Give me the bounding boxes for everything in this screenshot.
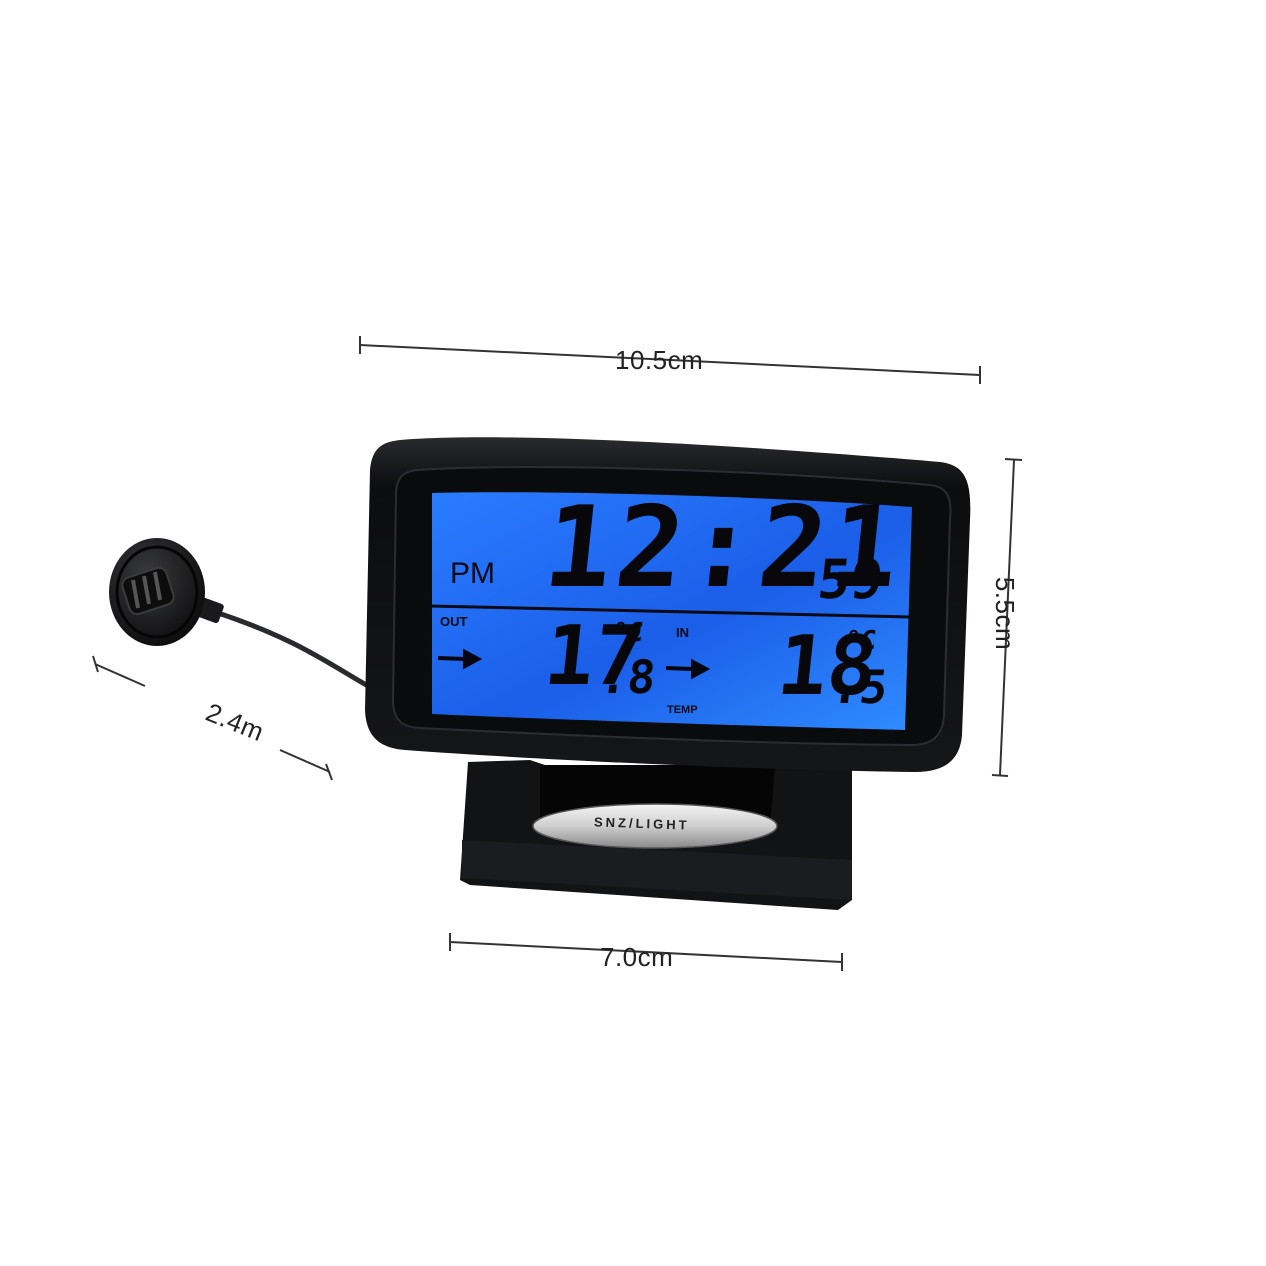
in-label: IN	[676, 625, 689, 640]
width-dimension-line	[359, 336, 981, 384]
seconds-display: 59	[814, 548, 887, 611]
temp-label: TEMP	[667, 704, 698, 716]
sensor-probe	[109, 538, 205, 646]
period-indicator: PM	[450, 557, 495, 590]
base-dimension-label: 7.0cm	[600, 942, 674, 972]
inside-temp-unit: °C	[843, 626, 878, 656]
height-dimension-line	[991, 458, 1023, 777]
outside-temp-unit: °C	[610, 618, 645, 648]
height-dimension-label: 5.5cm	[990, 576, 1021, 651]
out-label: OUT	[440, 614, 468, 629]
outside-temp-decimal: .8	[597, 650, 659, 704]
sensor-cable	[214, 609, 377, 693]
out-arrow-icon	[437, 648, 483, 670]
base-dimension-line	[449, 933, 843, 971]
in-arrow-icon	[665, 658, 711, 680]
width-dimension-label: 10.5cm	[615, 345, 704, 375]
cable-dimension-line	[92, 655, 333, 781]
snz-light-button[interactable]	[532, 803, 778, 849]
lcd-divider	[429, 604, 911, 619]
inside-temp-decimal: .5	[829, 660, 891, 714]
